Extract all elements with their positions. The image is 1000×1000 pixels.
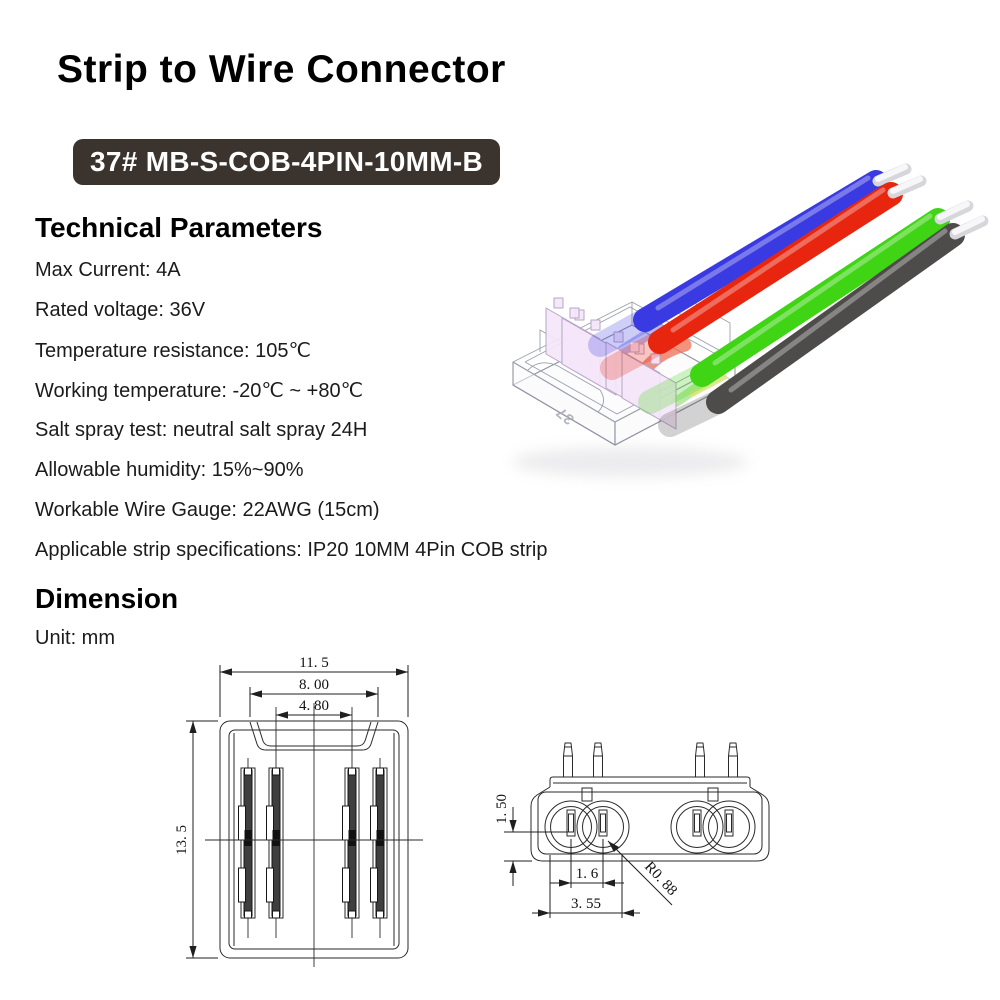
dim-front-pin-pitch: 1. 6: [550, 839, 624, 888]
product-render: 37: [512, 163, 989, 477]
dim-label-pin-span: 4. 80: [299, 698, 329, 714]
blue-contact-channel: [617, 322, 664, 356]
technical-parameter: Working temperature: -20℃ ~ +80℃: [35, 379, 364, 402]
wire-black: [658, 215, 989, 437]
dim-top-notch-width: 8. 00: [249, 677, 379, 717]
wire-green: [638, 200, 974, 414]
technical-parameter: Allowable humidity: 15%~90%: [35, 458, 304, 481]
dim-top-pin-span: 4. 80: [276, 698, 352, 719]
technical-parameter: Rated voltage: 36V: [35, 298, 206, 321]
product-shadow: [512, 447, 748, 477]
dim-top-height: 13. 5: [174, 720, 218, 959]
dim-label-notch-width: 8. 00: [299, 677, 329, 693]
dimension-drawings: 11. 5 8. 00 4. 80 13. 5: [174, 655, 770, 967]
dim-front-pair-width: 3. 55: [532, 855, 640, 918]
technical-parameters-heading: Technical Parameters: [35, 212, 323, 243]
technical-parameters-list: Max Current: 4A Rated voltage: 36V Tempe…: [35, 250, 547, 570]
dimension-heading: Dimension: [35, 583, 179, 614]
technical-parameter: Temperature resistance: 105℃: [35, 339, 311, 362]
dim-top-width: 11. 5: [219, 655, 409, 717]
dim-label-height: 13. 5: [174, 825, 190, 855]
dim-label-pair-width: 3. 55: [571, 896, 601, 912]
front-view-drawing: 1. 50 1. 6 3. 55 R0. 88: [494, 742, 770, 918]
yellow-contact-strip: [689, 374, 727, 397]
technical-parameter: Max Current: 4A: [35, 258, 181, 281]
wire-red: [600, 175, 927, 380]
dim-front-radius: R0. 88: [607, 840, 680, 906]
page-title: Strip to Wire Connector: [57, 48, 506, 91]
dim-label-width: 11. 5: [299, 655, 328, 671]
top-view-drawing: 11. 5 8. 00 4. 80 13. 5: [174, 655, 423, 967]
model-badge: 37# MB-S-COB-4PIN-10MM-B: [73, 139, 501, 185]
technical-parameter: Applicable strip specifications: IP20 10…: [35, 538, 548, 561]
wire-blue: [588, 163, 912, 357]
dim-label-depth: 1. 50: [494, 794, 510, 824]
technical-parameter: Salt spray test: neutral salt spray 24H: [35, 418, 368, 441]
pink-latch-clips: [545, 297, 677, 430]
dim-front-depth: 1. 50: [494, 794, 568, 886]
technical-parameter: Workable Wire Gauge: 22AWG (15cm): [35, 498, 380, 521]
dim-label-pin-pitch: 1. 6: [576, 866, 599, 882]
unit-label: Unit: mm: [35, 627, 115, 649]
